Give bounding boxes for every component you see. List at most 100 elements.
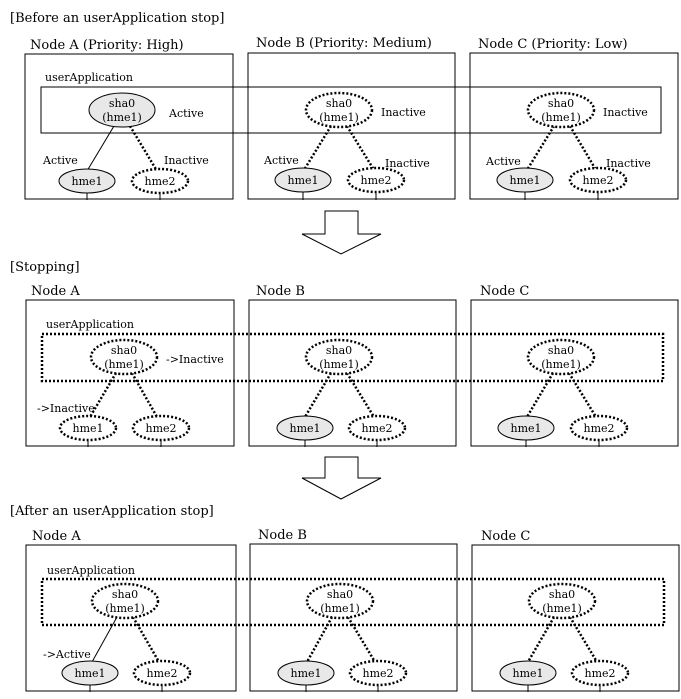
sha0-name: sha0 bbox=[327, 588, 353, 601]
sha0-interface bbox=[526, 91, 596, 129]
hme1-interface bbox=[497, 415, 555, 441]
link-sha0-hme1 bbox=[303, 372, 333, 418]
link-sha0-hme2 bbox=[130, 372, 159, 418]
section-after: [After an userApplication stop] Node A N… bbox=[10, 504, 680, 692]
user-application-label: userApplication bbox=[46, 318, 134, 331]
hme1-state: Active bbox=[485, 155, 521, 168]
link-sha0-hme2 bbox=[131, 616, 161, 663]
user-application-box bbox=[40, 332, 665, 383]
node-b-label: Node B bbox=[256, 284, 305, 299]
hme1-name: hme1 bbox=[72, 422, 103, 435]
node-a-box bbox=[25, 544, 237, 692]
section-heading: [After an userApplication stop] bbox=[10, 504, 214, 519]
link-sha0-hme2 bbox=[128, 125, 159, 172]
hme1-state: ->Inactive bbox=[37, 402, 95, 415]
section-heading: [Before an userApplication stop] bbox=[10, 11, 224, 26]
down-arrow-icon bbox=[301, 456, 382, 500]
hme2-interface bbox=[569, 414, 629, 442]
sha0-state: Inactive bbox=[381, 106, 426, 119]
hme1-name: hme1 bbox=[289, 422, 320, 435]
hme1-name: hme1 bbox=[74, 667, 105, 680]
hme2-name: hme2 bbox=[144, 175, 175, 188]
sha0-state: Inactive bbox=[603, 106, 648, 119]
sha0-interface bbox=[304, 91, 374, 129]
hme2-name: hme2 bbox=[582, 174, 613, 187]
hme2-interface bbox=[347, 414, 407, 442]
hme2-name: hme2 bbox=[361, 422, 392, 435]
hme1-state: Active bbox=[263, 154, 299, 167]
link-sha0-hme1 bbox=[86, 125, 115, 172]
hme2-name: hme2 bbox=[584, 667, 615, 680]
hme1-name: hme1 bbox=[290, 667, 321, 680]
sha0-name: sha0 bbox=[109, 97, 135, 110]
hme1-interface bbox=[61, 660, 119, 686]
hme2-name: hme2 bbox=[145, 422, 176, 435]
hme2-interface bbox=[346, 166, 406, 194]
link-sha0-hme2 bbox=[568, 125, 598, 171]
hme2-name: hme2 bbox=[146, 667, 177, 680]
section-stopping: [Stopping] Node A Node B Node C userAppl… bbox=[10, 260, 679, 447]
hme1-name: hme1 bbox=[510, 422, 541, 435]
node-a-label: Node A bbox=[32, 529, 81, 544]
sha0-binding: (hme1) bbox=[320, 602, 360, 615]
hme1-interface bbox=[274, 167, 332, 193]
user-application-box bbox=[40, 577, 666, 627]
link-sha0-hme2 bbox=[568, 616, 599, 663]
node-b-label: Node B (Priority: Medium) bbox=[256, 36, 432, 51]
hme2-name: hme2 bbox=[583, 422, 614, 435]
hme2-interface bbox=[130, 167, 190, 195]
hme2-state: Inactive bbox=[385, 157, 430, 170]
hme1-interface bbox=[276, 415, 334, 441]
sha0-name: sha0 bbox=[549, 588, 575, 601]
hme1-name: hme1 bbox=[287, 174, 318, 187]
hme2-state: Inactive bbox=[606, 157, 651, 170]
section-heading: [Stopping] bbox=[10, 260, 80, 275]
node-c-label: Node C bbox=[481, 529, 530, 544]
hme1-interface bbox=[58, 414, 118, 442]
sha0-name: sha0 bbox=[548, 97, 574, 110]
link-sha0-hme1 bbox=[525, 372, 555, 418]
sha0-state: Active bbox=[168, 107, 204, 120]
sha0-binding: (hme1) bbox=[319, 111, 359, 124]
hme1-interface bbox=[58, 168, 116, 194]
link-sha0-hme2 bbox=[567, 372, 598, 418]
sha0-name: sha0 bbox=[326, 97, 352, 110]
hme1-name: hme1 bbox=[512, 667, 543, 680]
user-application-label: userApplication bbox=[45, 71, 133, 84]
hme1-state: Active bbox=[42, 154, 78, 167]
link-sha0-hme2 bbox=[345, 125, 376, 171]
node-b-label: Node B bbox=[258, 528, 307, 543]
hme1-state: ->Active bbox=[43, 648, 91, 661]
sha0-name: sha0 bbox=[111, 344, 137, 357]
sha0-interface bbox=[89, 338, 159, 376]
section-before: [Before an userApplication stop] Node A … bbox=[10, 11, 679, 200]
link-sha0-hme1 bbox=[526, 616, 556, 663]
link-sha0-hme1 bbox=[91, 616, 118, 663]
hme2-interface bbox=[570, 659, 630, 687]
sha0-binding: (hme1) bbox=[319, 358, 359, 371]
hme2-interface bbox=[568, 166, 628, 194]
sha0-interface bbox=[90, 582, 160, 620]
hme2-interface bbox=[348, 659, 408, 687]
hme1-interface bbox=[499, 660, 557, 686]
hme1-name: hme1 bbox=[509, 174, 540, 187]
sha0-interface bbox=[526, 338, 596, 376]
sha0-name: sha0 bbox=[112, 588, 138, 601]
sha0-binding: (hme1) bbox=[102, 111, 142, 124]
sha0-interface bbox=[527, 582, 597, 620]
hme2-state: Inactive bbox=[164, 154, 209, 167]
link-sha0-hme1 bbox=[302, 125, 333, 171]
hme1-interface bbox=[496, 167, 554, 193]
sha0-name: sha0 bbox=[326, 344, 352, 357]
user-application-label: userApplication bbox=[47, 564, 135, 577]
link-sha0-hme1 bbox=[305, 616, 334, 663]
hme2-name: hme2 bbox=[360, 174, 391, 187]
sha0-state: ->Inactive bbox=[166, 353, 224, 366]
sha0-binding: (hme1) bbox=[541, 111, 581, 124]
sha0-binding: (hme1) bbox=[541, 358, 581, 371]
node-a-label: Node A (Priority: High) bbox=[30, 38, 184, 53]
hme2-interface bbox=[131, 414, 191, 442]
down-arrow-icon bbox=[301, 210, 382, 255]
sha0-binding: (hme1) bbox=[542, 602, 582, 615]
sha0-interface bbox=[304, 338, 374, 376]
